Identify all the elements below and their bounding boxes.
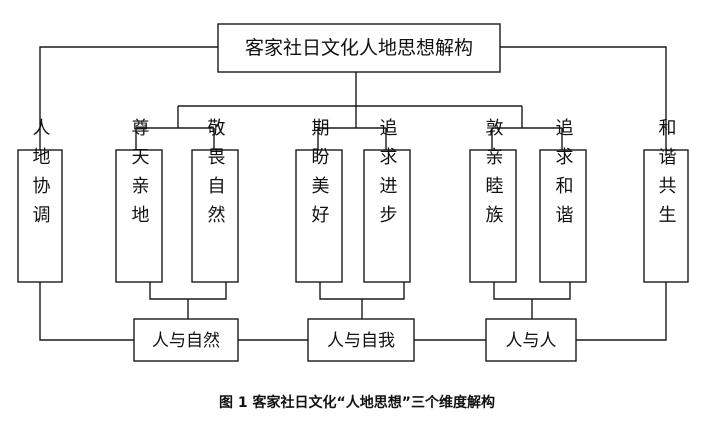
edge-root-right — [500, 46, 667, 150]
right-side-box — [643, 149, 689, 283]
edge-group1-bottom — [149, 282, 227, 319]
node-jingwei-ziran-label: 敬畏自然 — [205, 118, 226, 234]
summary-human-self-box — [307, 318, 415, 362]
summary-human-self-label: 人与自我 — [327, 331, 395, 351]
edge-right-to-summary — [576, 282, 667, 341]
summary-human-human-box — [485, 318, 577, 362]
edge-group2-bottom — [319, 282, 405, 319]
root-label: 客家社日文化人地思想解构 — [245, 37, 473, 59]
right-side-label: 和谐共生 — [656, 118, 677, 234]
node-zhuiqiu-hexie-box — [539, 149, 587, 283]
node-zuntian-qindi-label: 尊天亲地 — [129, 118, 150, 234]
node-zhuiqiu-jinbu-label: 追求进步 — [377, 118, 398, 234]
node-zuntian-qindi-box — [115, 149, 163, 283]
edge-group2-top — [317, 106, 387, 150]
edge-left-to-summary — [39, 282, 134, 341]
edge-root-left — [39, 46, 218, 150]
connectors — [39, 46, 667, 341]
summary-human-nature-box — [133, 318, 239, 362]
node-dunqin-muzu-label: 敦亲睦族 — [483, 118, 504, 234]
node-zhuiqiu-hexie-label: 追求和谐 — [553, 118, 574, 234]
node-qipan-meihao-label: 期盼美好 — [309, 118, 330, 234]
edge-group1-top — [135, 106, 215, 150]
edge-group3-top — [491, 106, 563, 150]
left-side-label: 人地协调 — [30, 118, 51, 234]
node-jingwei-ziran-box — [191, 149, 239, 283]
summary-human-human-label: 人与人 — [506, 331, 557, 351]
edge-group3-bottom — [493, 282, 571, 319]
summary-human-nature-label: 人与自然 — [152, 331, 220, 351]
left-side-box — [17, 149, 63, 283]
root-box — [217, 23, 501, 73]
figure-caption: 图 1 客家社日文化“人地思想”三个维度解构 — [219, 395, 495, 411]
node-qipan-meihao-box — [295, 149, 343, 283]
node-dunqin-muzu-box — [469, 149, 517, 283]
node-zhuiqiu-jinbu-box — [363, 149, 411, 283]
